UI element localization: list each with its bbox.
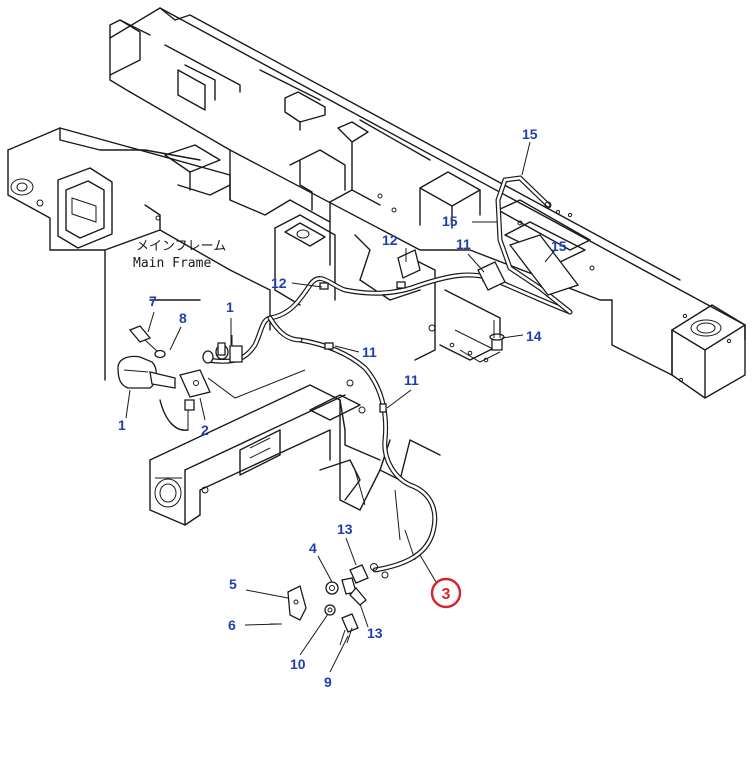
callout-4[interactable]: 4	[309, 540, 317, 556]
main-frame	[109, 7, 746, 399]
callout-13-top[interactable]: 13	[337, 521, 353, 537]
callout-6[interactable]: 6	[228, 617, 236, 633]
callout-2[interactable]: 2	[201, 422, 209, 438]
leader-lines	[125, 141, 556, 673]
callout-14[interactable]: 14	[526, 328, 542, 344]
callout-15-left[interactable]: 15	[442, 213, 458, 229]
callout-15-top[interactable]: 15	[522, 126, 538, 142]
callout-15-right[interactable]: 15	[551, 238, 567, 254]
callout-7[interactable]: 7	[149, 293, 157, 309]
clamp	[319, 282, 329, 290]
sensor-group	[270, 563, 389, 646]
callout-1-lamp[interactable]: 1	[118, 417, 126, 433]
callout-11-low[interactable]: 11	[404, 372, 419, 388]
lower-arm	[149, 384, 441, 561]
callout-5[interactable]: 5	[229, 576, 237, 592]
callout-10[interactable]: 10	[290, 656, 306, 672]
light-assembly	[117, 325, 306, 431]
frame-label-jp: メインフレーム	[136, 239, 226, 254]
callout-12-left[interactable]: 12	[271, 275, 287, 291]
callout-11-mid[interactable]: 11	[362, 344, 377, 360]
callout-13-bottom[interactable]: 13	[367, 625, 383, 641]
callout-11-top[interactable]: 11	[456, 236, 471, 252]
callout-8[interactable]: 8	[179, 310, 187, 326]
highlight-circle	[430, 577, 462, 609]
callout-3-highlight[interactable]: 3	[430, 577, 462, 609]
harness-routing	[205, 175, 580, 573]
callout-12-right[interactable]: 12	[382, 232, 398, 248]
callout-1-lamp-holder[interactable]: 1	[226, 299, 234, 315]
callout-9[interactable]: 9	[324, 674, 332, 690]
callout-3[interactable]: 3	[442, 586, 451, 603]
frame-label-en: Main Frame	[133, 256, 211, 271]
